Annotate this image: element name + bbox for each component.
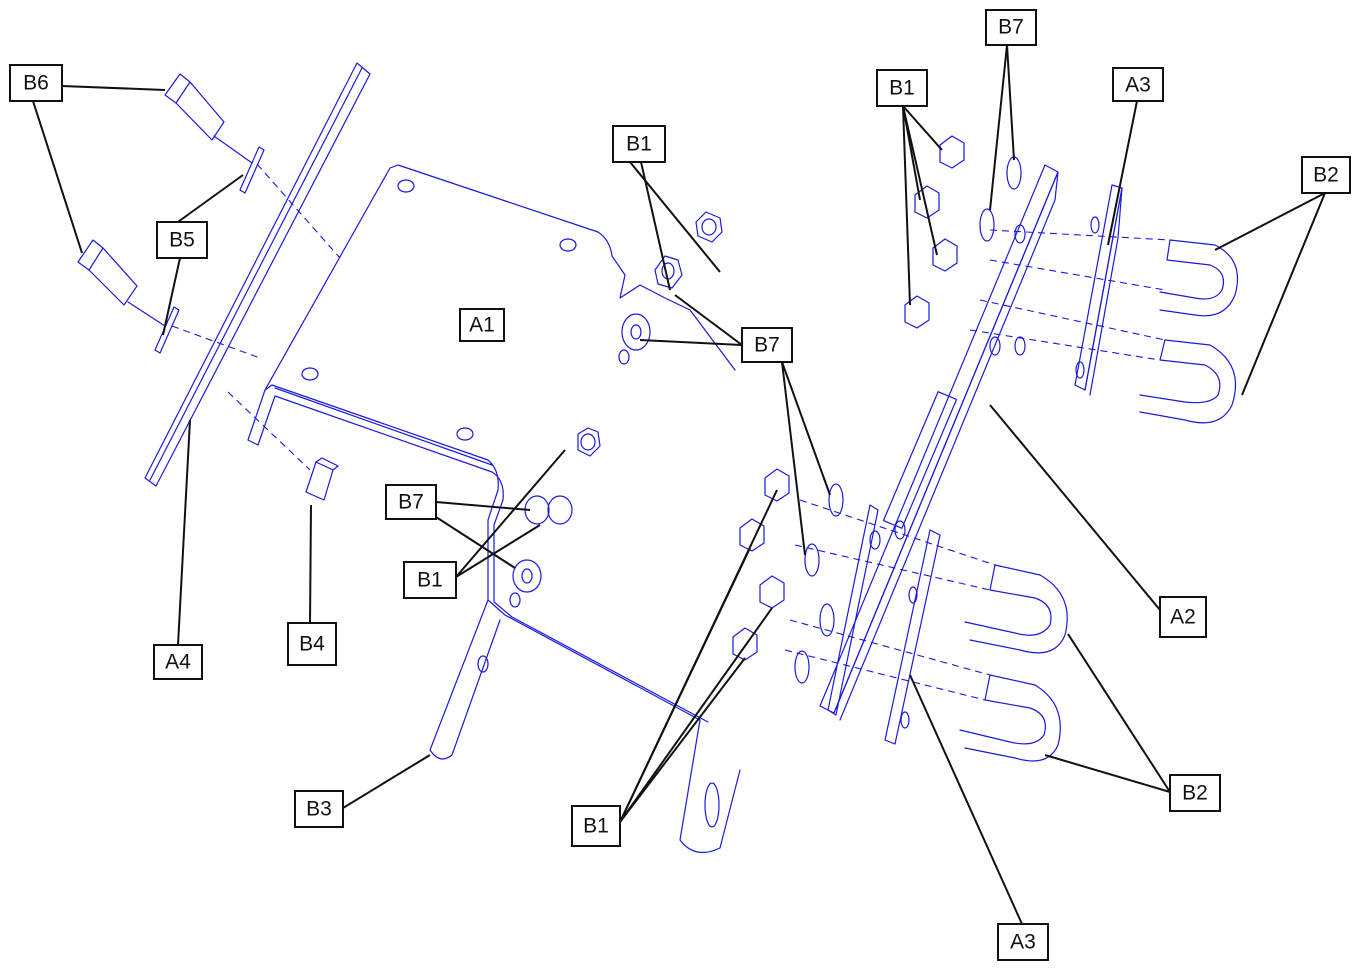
hardware-upper-right: [904, 135, 1022, 329]
svg-text:A3: A3: [1125, 74, 1151, 97]
label-a4: A4: [153, 644, 203, 680]
label-b3: B3: [294, 790, 344, 828]
label-b7-center: B7: [741, 327, 793, 363]
ubolt-b2-1: [1159, 239, 1239, 317]
nut-b4: [305, 457, 339, 501]
label-b2-bottom: B2: [1169, 774, 1221, 812]
svg-text:A1: A1: [469, 314, 495, 337]
svg-text:B2: B2: [1182, 782, 1208, 805]
label-b2-top: B2: [1301, 156, 1351, 194]
label-b1-center: B1: [612, 125, 666, 163]
bar-a4: [144, 62, 371, 487]
svg-text:B1: B1: [583, 815, 609, 838]
svg-text:B7: B7: [754, 334, 780, 357]
label-a3-top: A3: [1112, 67, 1164, 102]
label-a1: A1: [459, 308, 505, 342]
label-b1-top: B1: [876, 69, 928, 107]
label-a2: A2: [1159, 596, 1207, 638]
washer-b5-lower: [154, 306, 180, 354]
svg-text:B1: B1: [889, 77, 915, 100]
plate-a3-upper: [1074, 184, 1123, 396]
svg-text:B1: B1: [626, 133, 652, 156]
label-b7-left: B7: [385, 484, 437, 520]
svg-text:B3: B3: [306, 798, 332, 821]
svg-text:B2: B2: [1313, 164, 1339, 187]
svg-text:A4: A4: [165, 651, 191, 674]
label-b1-bottom: B1: [571, 805, 621, 847]
hardware-lower: [732, 468, 844, 684]
bolt-b6-lower: [77, 239, 166, 327]
ubolt-b2-4: [959, 674, 1061, 762]
svg-text:B1: B1: [417, 569, 443, 592]
svg-text:B6: B6: [23, 72, 49, 95]
bracket-a1: [247, 164, 741, 854]
svg-text:B4: B4: [299, 633, 325, 656]
label-b5: B5: [156, 221, 208, 259]
svg-text:A3: A3: [1010, 931, 1036, 954]
svg-text:B7: B7: [998, 16, 1024, 39]
plate-a3-lower: [827, 504, 941, 745]
label-b4: B4: [287, 622, 337, 666]
label-b1-left: B1: [403, 561, 457, 599]
label-a3-bottom: A3: [997, 923, 1049, 961]
label-b7-top: B7: [985, 9, 1037, 46]
svg-text:B7: B7: [398, 491, 424, 514]
hardware-center: [509, 211, 723, 608]
label-b6: B6: [9, 64, 63, 102]
ubolt-b2-2: [1139, 339, 1237, 424]
ubolt-b2-3: [964, 564, 1068, 654]
leader-lines: [32, 44, 1326, 925]
bolt-b6-upper: [164, 73, 253, 164]
svg-text:B5: B5: [169, 229, 195, 252]
washer-b5-upper: [239, 146, 265, 194]
svg-text:A2: A2: [1170, 606, 1196, 629]
